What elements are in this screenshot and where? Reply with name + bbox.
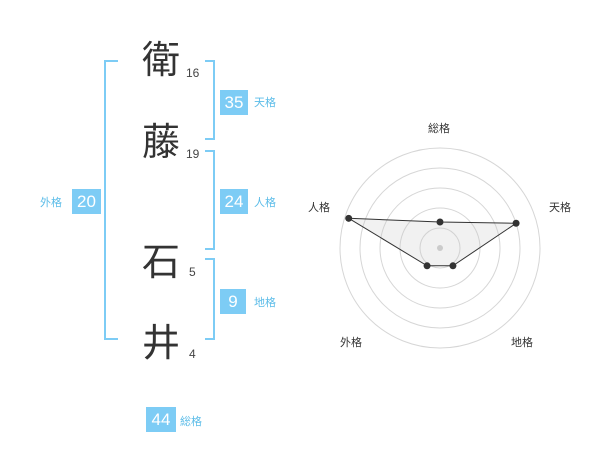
- soukaku-label: 総格: [180, 415, 202, 428]
- name-char-4: 井: [141, 321, 180, 365]
- radar-chart: [339, 147, 541, 349]
- name-char-3: 石: [141, 240, 180, 284]
- radar-label-tenkaku: 天格: [549, 201, 571, 214]
- name-char-1: 衛: [141, 38, 180, 82]
- radar-ring: [359, 167, 521, 329]
- soukaku-badge: 44: [146, 407, 176, 432]
- radar-label-jinkaku: 人格: [308, 201, 330, 214]
- tenkaku-badge: 35: [220, 90, 248, 115]
- radar-center: [437, 245, 443, 251]
- radar-point-2: [512, 219, 520, 227]
- radar-point-4: [423, 262, 431, 270]
- stroke-count-4: 4: [189, 347, 196, 361]
- radar-label-gaikaku: 外格: [340, 336, 362, 349]
- radar-point-5: [345, 214, 353, 222]
- chikaku-label: 地格: [254, 296, 276, 309]
- radar-series-area: [348, 217, 518, 267]
- name-char-2: 藤: [141, 120, 180, 164]
- chikaku-badge: 9: [220, 289, 246, 314]
- stroke-count-1: 16: [186, 66, 200, 80]
- radar-label-chikaku: 地格: [511, 336, 533, 349]
- jinkaku-label: 人格: [254, 196, 276, 209]
- radar-ring: [379, 187, 501, 309]
- radar-ring: [339, 147, 541, 349]
- tenkaku-label: 天格: [254, 96, 276, 109]
- radar-label-soukaku: 総格: [428, 122, 450, 135]
- stroke-count-2: 19: [186, 147, 200, 161]
- radar-ring: [419, 227, 461, 269]
- stroke-count-3: 5: [189, 265, 196, 279]
- jinkaku-badge: 24: [220, 189, 248, 214]
- radar-point-1: [436, 218, 444, 226]
- radar-point-3: [449, 262, 457, 270]
- gaikaku-label: 外格: [40, 196, 62, 209]
- gaikaku-badge: 20: [72, 189, 101, 214]
